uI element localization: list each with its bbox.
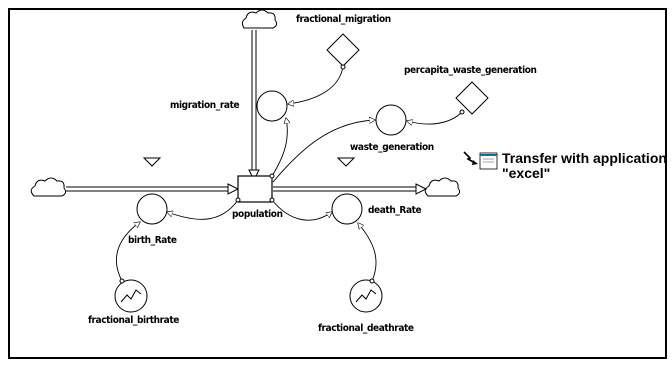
death-rate-node[interactable] <box>331 193 363 225</box>
death-rate-label: death_Rate <box>368 205 422 216</box>
transfer-note-line1: Transfer with application <box>502 150 667 166</box>
source-cloud-top-icon <box>241 9 278 29</box>
migration-flow-pipe <box>248 30 260 182</box>
connector-population-to-migration <box>271 118 287 177</box>
fractional-deathrate-graph-icon[interactable] <box>349 279 383 313</box>
population-stock[interactable] <box>237 175 273 203</box>
fractional-deathrate-label: fractional_deathrate <box>318 323 414 334</box>
sink-cloud-right-icon <box>424 177 461 197</box>
birth-rate-node[interactable] <box>136 193 168 225</box>
connector-population-to-birth <box>167 199 239 220</box>
fractional-migration-label: fractional_migration <box>296 14 391 25</box>
waste-generation-node[interactable] <box>375 104 407 136</box>
percapita-waste-constant-icon[interactable] <box>455 81 489 115</box>
percapita-waste-generation-label: percapita_waste_generation <box>404 65 537 76</box>
connector-population-to-waste <box>272 120 375 183</box>
migration-rate-label: migration_rate <box>170 100 239 111</box>
waste-generation-label: waste_generation <box>350 142 434 153</box>
source-cloud-left-icon <box>30 177 67 197</box>
birth-rate-label: birth_Rate <box>128 235 177 246</box>
population-label: population <box>232 209 283 220</box>
connector-fracmig-to-migration <box>288 65 344 104</box>
diagram-frame <box>8 8 667 359</box>
birth-valve-icon <box>142 157 162 167</box>
birth-flow-pipe <box>66 183 240 195</box>
transfer-link-icon[interactable] <box>463 151 498 170</box>
connector-population-to-death <box>271 199 332 221</box>
death-valve-icon <box>336 157 356 167</box>
fractional-migration-constant-icon[interactable] <box>326 33 360 67</box>
fractional-birthrate-label: fractional_birthrate <box>88 315 179 326</box>
migration-rate-node[interactable] <box>256 90 288 122</box>
connector-fracdeath-to-death <box>358 223 377 282</box>
connector-percapita-to-waste <box>407 111 463 124</box>
transfer-note-line2: "excel" <box>502 165 550 181</box>
death-flow-pipe <box>273 183 428 195</box>
fractional-birthrate-graph-icon[interactable] <box>114 279 148 313</box>
connector-fracbirth-to-birth <box>115 222 140 282</box>
